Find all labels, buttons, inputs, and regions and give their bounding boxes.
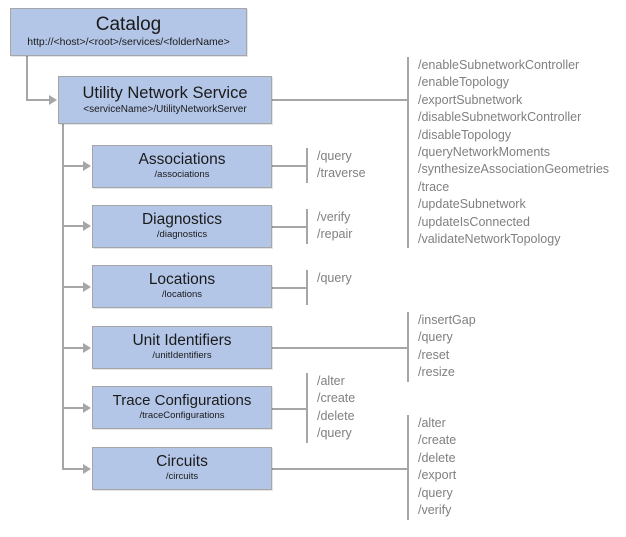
connector-uns-operations (272, 99, 407, 101)
operation-item: /reset (418, 347, 450, 362)
operation-item: /create (317, 391, 356, 406)
node-catalog[interactable]: Catalog http://<host>/<root>/services/<f… (10, 8, 247, 56)
node-circuits-title: Circuits (156, 453, 208, 471)
operation-item: /validateNetworkTopology (418, 232, 561, 247)
connector-branch-locations (62, 286, 84, 288)
node-diagnostics-title: Diagnostics (141, 211, 223, 229)
arrowhead-circuits (83, 464, 91, 474)
operation-item: /query (317, 426, 352, 441)
connector-locations-operations (272, 287, 306, 289)
operation-item: /repair (317, 227, 353, 242)
operations-list-trace-configurations: /alter/create/delete/query (306, 373, 355, 443)
operations-list-diagnostics: /verify/repair (306, 209, 352, 244)
connector-branch-circuits (62, 468, 84, 470)
operation-item: /disableSubnetworkController (418, 110, 582, 125)
operation-item: /query (317, 271, 352, 285)
connector-associations-operations (272, 165, 306, 167)
node-utility-network-service-path: <serviceName>/UtilityNetworkServer (83, 104, 247, 116)
arrowhead-associations (83, 161, 91, 171)
node-locations-title: Locations (148, 271, 216, 289)
node-diagnostics[interactable]: Diagnostics /diagnostics (92, 205, 272, 248)
operation-item: /delete (418, 450, 456, 465)
arrowhead-utility-network-service (49, 95, 57, 105)
connector-branch-associations (62, 165, 84, 167)
node-catalog-title: Catalog (95, 14, 162, 36)
operation-item: /delete (317, 408, 355, 423)
operation-item: /enableSubnetworkController (418, 58, 580, 72)
connector-circuits-operations (272, 468, 407, 470)
node-catalog-path: http://<host>/<root>/services/<folderNam… (27, 36, 230, 49)
node-locations[interactable]: Locations /locations (92, 265, 272, 308)
connector-trace-configurations-operations (272, 408, 306, 410)
node-unit-identifiers[interactable]: Unit Identifiers /unitIdentifiers (92, 326, 272, 369)
node-locations-path: /locations (161, 289, 203, 301)
operation-item: /queryNetworkMoments (418, 145, 550, 160)
node-circuits-path: /circuits (165, 471, 199, 483)
connector-catalog-vertical (26, 56, 28, 101)
operations-list-utility-network-service: /enableSubnetworkController/enableTopolo… (407, 57, 609, 248)
arrowhead-trace-configurations (83, 403, 91, 413)
operation-item: /create (418, 433, 457, 448)
node-trace-configurations-path: /traceConfigurations (139, 410, 225, 422)
operation-item: /updateSubnetwork (418, 197, 526, 212)
operations-list-associations: /query/traverse (306, 148, 366, 183)
operation-item: /alter (418, 416, 446, 430)
operation-item: /disableTopology (418, 127, 512, 142)
operations-list-circuits: /alter/create/delete/export/query/verify (407, 415, 456, 520)
operation-item: /synthesizeAssociationGeometries (418, 162, 610, 177)
node-utility-network-service-title: Utility Network Service (82, 83, 248, 102)
connector-branch-trace-configurations (62, 407, 84, 409)
operations-list-locations: /query (306, 270, 352, 305)
node-unit-identifiers-path: /unitIdentifiers (152, 350, 212, 362)
node-unit-identifiers-title: Unit Identifiers (132, 332, 232, 350)
operation-item: /resize (418, 365, 455, 380)
node-associations-path: /associations (154, 169, 210, 181)
connector-diagnostics-operations (272, 226, 306, 228)
operation-item: /updateIsConnected (418, 214, 530, 229)
connector-catalog-horizontal (26, 99, 50, 101)
arrowhead-locations (83, 282, 91, 292)
operation-item: /traverse (317, 166, 366, 181)
operation-item: /alter (317, 374, 345, 388)
operation-item: /exportSubnetwork (418, 92, 523, 107)
node-trace-configurations-title: Trace Configurations (112, 392, 252, 410)
arrowhead-diagnostics (83, 221, 91, 231)
connector-unit-identifiers-operations (272, 347, 407, 349)
connector-branch-diagnostics (62, 225, 84, 227)
operation-item: /verify (317, 210, 351, 224)
operation-item: /trace (418, 179, 450, 194)
arrowhead-unit-identifiers (83, 343, 91, 353)
operation-item: /insertGap (418, 313, 476, 327)
connector-uns-spine (62, 124, 64, 469)
operation-item: /export (418, 468, 457, 483)
operation-item: /query (317, 149, 352, 163)
operation-item: /query (418, 330, 453, 345)
node-associations[interactable]: Associations /associations (92, 145, 272, 188)
node-diagnostics-path: /diagnostics (156, 229, 208, 241)
node-associations-title: Associations (138, 151, 226, 169)
operation-item: /verify (418, 503, 452, 518)
connector-branch-unit-identifiers (62, 347, 84, 349)
node-utility-network-service[interactable]: Utility Network Service <serviceName>/Ut… (58, 76, 272, 124)
node-circuits[interactable]: Circuits /circuits (92, 447, 272, 490)
node-trace-configurations[interactable]: Trace Configurations /traceConfiguration… (92, 386, 272, 429)
operation-item: /enableTopology (418, 75, 510, 90)
operation-item: /query (418, 485, 453, 500)
operations-list-unit-identifiers: /insertGap/query/reset/resize (407, 312, 476, 382)
